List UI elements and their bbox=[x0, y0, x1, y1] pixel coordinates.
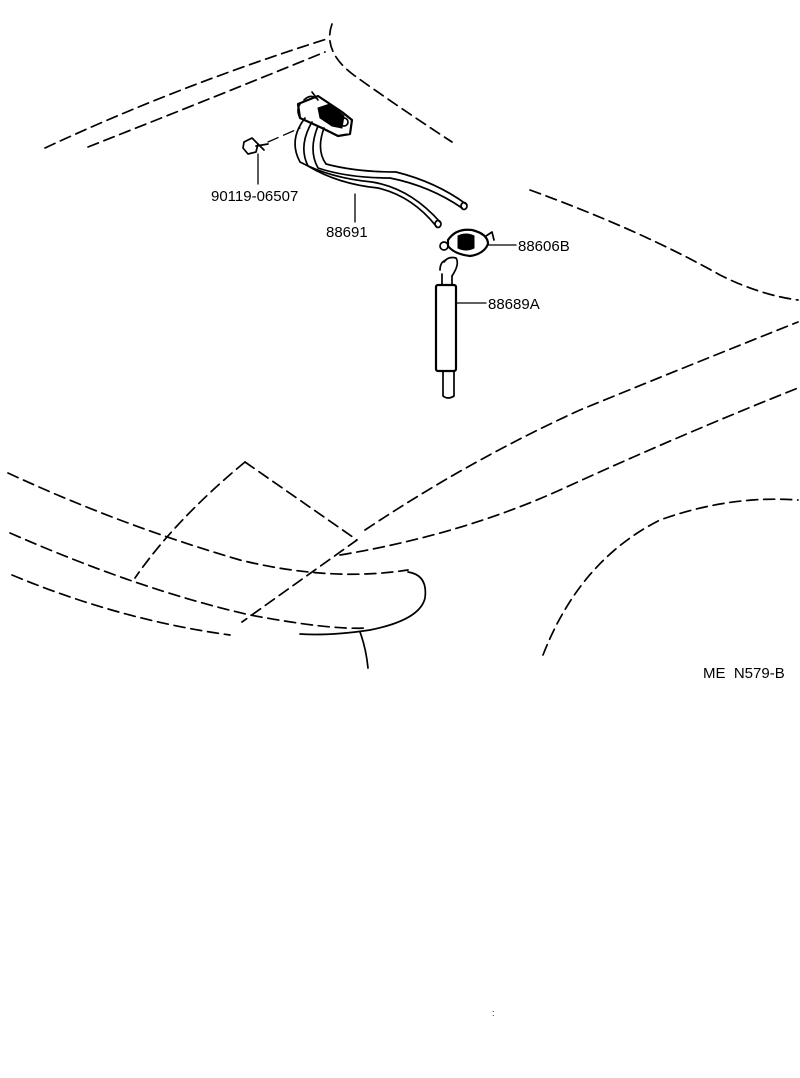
footer-mark: : bbox=[492, 1008, 495, 1018]
part-number-hose-tube: 88689A bbox=[488, 296, 540, 313]
washer-tube-part bbox=[434, 256, 459, 399]
car-body-outline bbox=[7, 23, 799, 669]
part-number-washer-hose: 88691 bbox=[326, 224, 368, 241]
drawing-code: ME N579-B bbox=[703, 665, 785, 682]
part-number-check-valve: 88606B bbox=[518, 238, 570, 255]
washer-nozzle-assembly bbox=[294, 91, 468, 229]
check-valve-part bbox=[439, 228, 495, 258]
leader-lines bbox=[257, 153, 517, 304]
part-number-bolt: 90119-06507 bbox=[211, 188, 298, 205]
bolt-part bbox=[242, 127, 301, 155]
